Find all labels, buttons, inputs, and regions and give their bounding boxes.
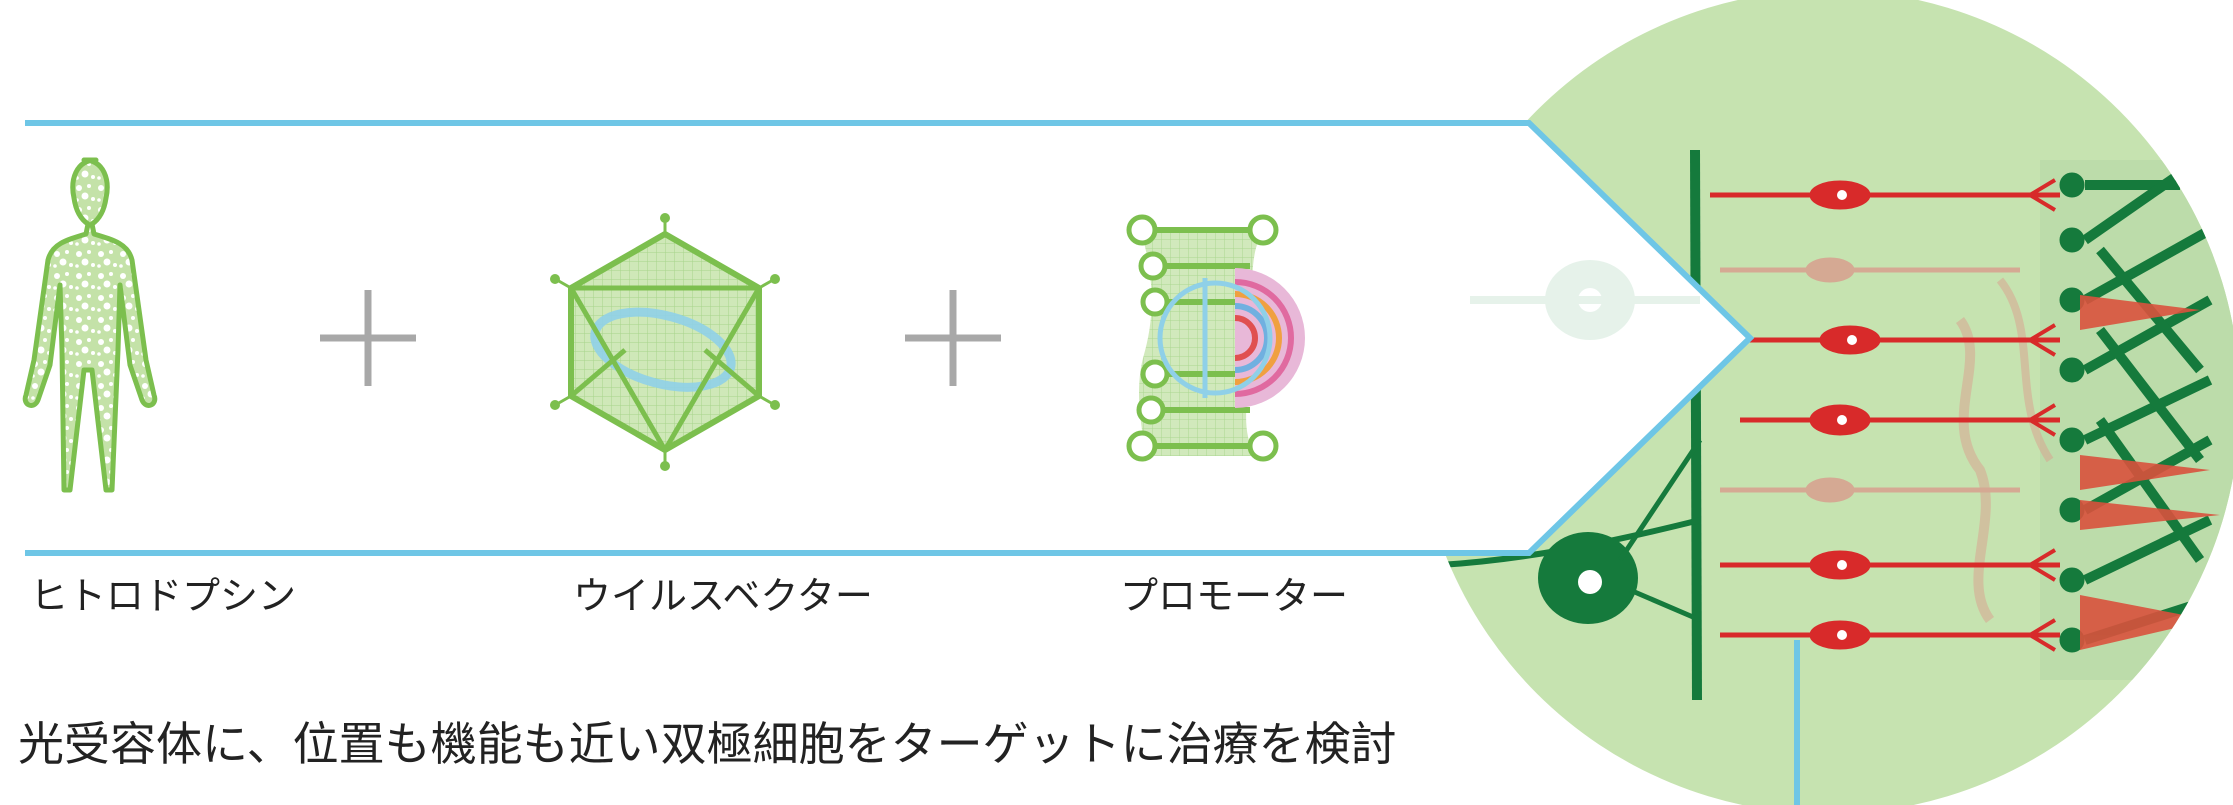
- plus-operator-1: [320, 290, 416, 386]
- label-human-rhodopsin: ヒトロドプシン: [30, 574, 297, 618]
- ghost-cell: [1470, 260, 1700, 340]
- ganglion-cell: [1439, 438, 1703, 624]
- human-body-icon: [22, 157, 158, 493]
- caption-text: 光受容体に、位置も機能も近い双極細胞をターゲットに治療を検討: [18, 717, 1397, 771]
- label-virus-vector: ウイルスベクター: [573, 574, 873, 618]
- pale-neurons: [1720, 257, 2054, 623]
- label-promoter: プロモーター: [1120, 574, 1349, 618]
- cone-wedges: [2080, 295, 2220, 650]
- bipolar-cells: [1710, 178, 2060, 652]
- virus-vector-icon: [550, 213, 780, 471]
- promoter-dna-icon: [1126, 214, 1305, 462]
- magnifier-frame: [25, 120, 1755, 556]
- plus-operator-2: [905, 290, 1001, 386]
